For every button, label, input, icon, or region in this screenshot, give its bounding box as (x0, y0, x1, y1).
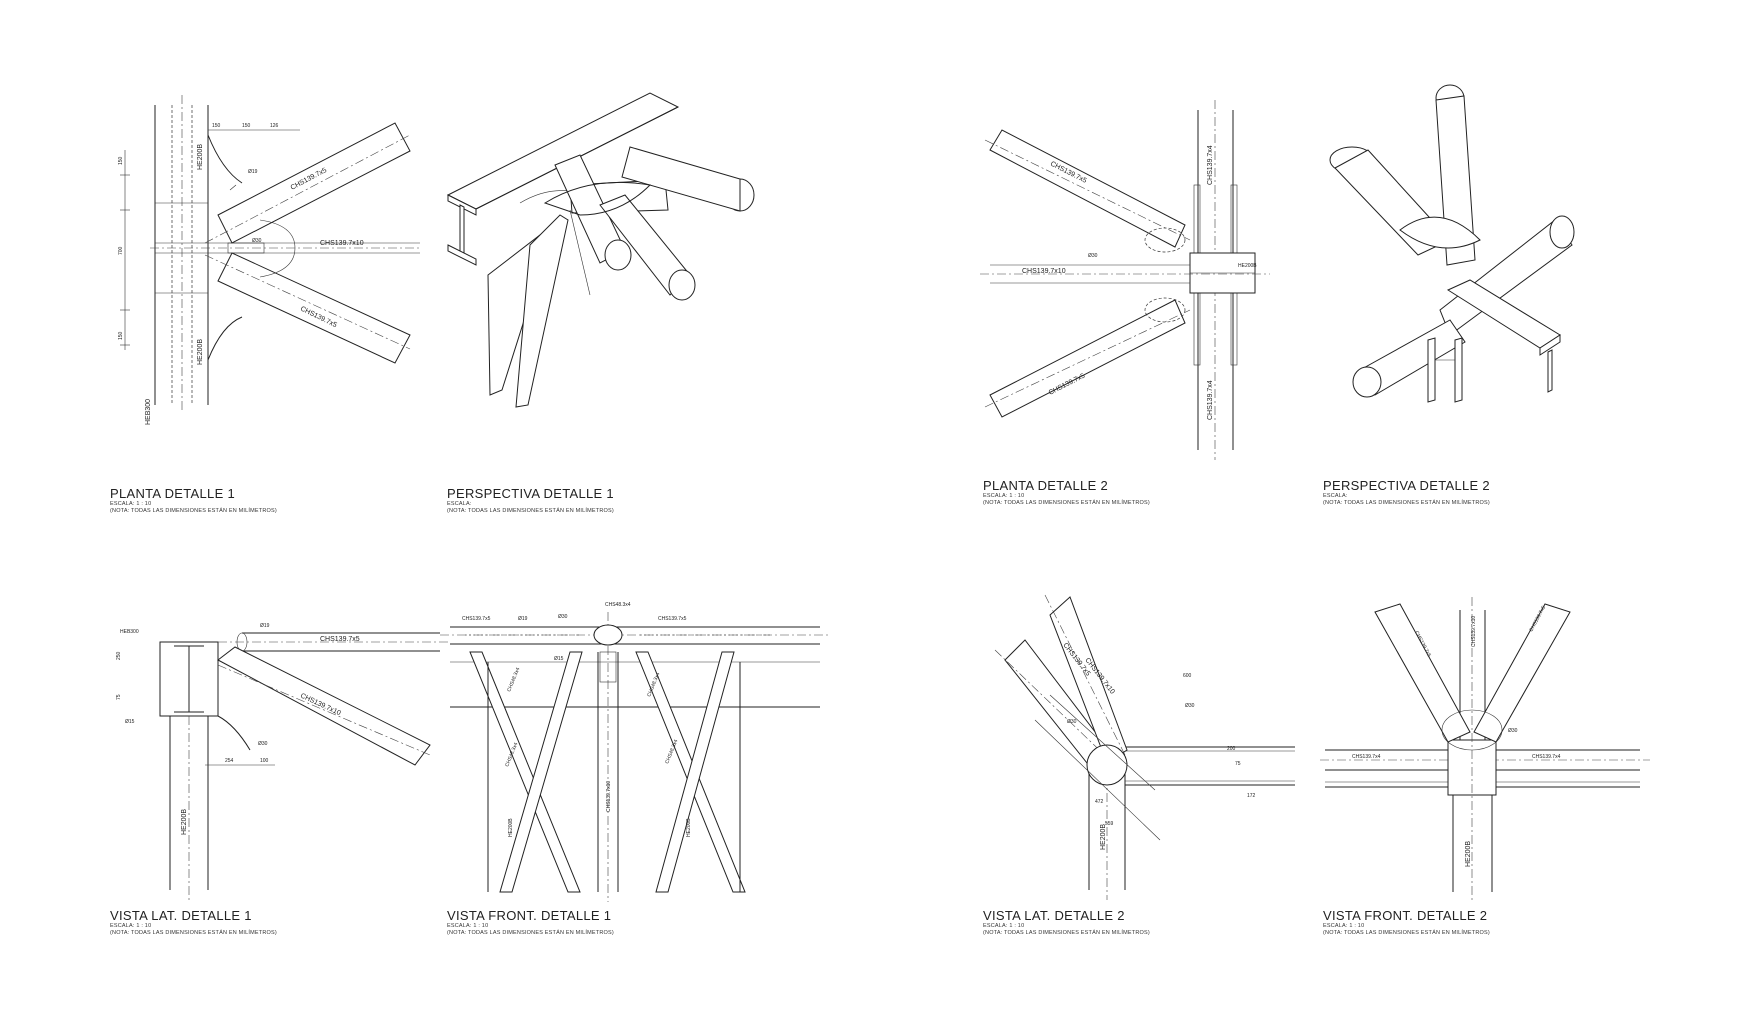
dim-label: 75 (1235, 761, 1241, 767)
caption-vista-front-detalle-2: VISTA FRONT. DETALLE 2 ESCALA: 1 : 10 (N… (1323, 908, 1490, 937)
vista-lat-detalle-1-drawing: 254 100 250 75 HEB300 Ø19 CHS139.7x5 CHS… (116, 623, 450, 900)
member-label: CHS139.7x4 (1532, 754, 1561, 760)
caption-scale: ESCALA: 1 : 10 (110, 923, 152, 929)
dim-label: 250 (116, 651, 122, 660)
caption-title: VISTA FRONT. DETALLE 1 (447, 908, 612, 923)
dim-label: Ø15 (125, 719, 135, 725)
dim-label: 150 (118, 156, 124, 165)
dim-label: 126 (270, 123, 279, 129)
caption-scale: ESCALA: (1323, 493, 1348, 499)
member-label: HE200B (508, 818, 514, 837)
member-label: HE200B (197, 339, 204, 365)
caption-scale: ESCALA: (447, 501, 472, 507)
vista-front-detalle-1-drawing: CHS139.7x5 Ø19 Ø30 CHS48.3x4 CHS139.7x5 … (440, 602, 830, 902)
caption-title: VISTA LAT. DETALLE 1 (110, 908, 252, 923)
caption-title: PLANTA DETALLE 1 (110, 486, 235, 501)
member-label: CHS139.7x4 (1352, 754, 1381, 760)
member-label: HE200B (1465, 841, 1472, 867)
caption-note: (NOTA: TODAS LAS DIMENSIONES ESTÁN EN MI… (447, 508, 614, 514)
member-label: HEB300 (145, 399, 152, 425)
member-label: HE200B (197, 144, 204, 170)
caption-planta-detalle-1: PLANTA DETALLE 1 ESCALA: 1 : 10 (NOTA: T… (110, 486, 277, 515)
member-label: CHS139.7x10 (1022, 268, 1066, 275)
member-label: HEB300 (120, 629, 139, 635)
member-label: CHS139.7x4 (1207, 380, 1214, 420)
caption-title: PLANTA DETALLE 2 (983, 478, 1108, 493)
dim-label: Ø30 (258, 741, 268, 747)
caption-perspectiva-detalle-1: PERSPECTIVA DETALLE 1 ESCALA: (NOTA: TOD… (447, 486, 614, 515)
member-label: HE200B (1238, 263, 1257, 269)
caption-scale: ESCALA: 1 : 10 (110, 501, 152, 507)
member-label: HE200B (1100, 824, 1107, 850)
perspectiva-detalle-1-drawing (446, 92, 755, 408)
dim-label: 254 (225, 758, 234, 764)
caption-note: (NOTA: TODAS LAS DIMENSIONES ESTÁN EN MI… (1323, 930, 1490, 936)
caption-note: (NOTA: TODAS LAS DIMENSIONES ESTÁN EN MI… (110, 930, 277, 936)
dim-label: 600 (1183, 673, 1192, 679)
member-label: CHS48.3x4 (506, 667, 521, 693)
caption-note: (NOTA: TODAS LAS DIMENSIONES ESTÁN EN MI… (110, 508, 277, 514)
dim-label: 150 (242, 123, 251, 129)
dim-label: Ø30 (1185, 703, 1195, 709)
dim-label: Ø19 (248, 169, 258, 175)
caption-planta-detalle-2: PLANTA DETALLE 2 ESCALA: 1 : 10 (NOTA: T… (983, 478, 1150, 507)
vista-front-detalle-2-drawing: CHS139.7x5 CHS139.7x10 CHS139.7x5 CHS139… (1320, 597, 1650, 902)
caption-vista-lat-detalle-1: VISTA LAT. DETALLE 1 ESCALA: 1 : 10 (NOT… (110, 908, 277, 937)
dim-label: 172 (1247, 793, 1256, 799)
caption-title: VISTA LAT. DETALLE 2 (983, 908, 1125, 923)
caption-note: (NOTA: TODAS LAS DIMENSIONES ESTÁN EN MI… (983, 500, 1150, 506)
member-label: CHS139.7x5 (658, 616, 687, 622)
planta-detalle-1-drawing: 150 700 150 150 150 126 HEB300 HE200B HE… (118, 95, 420, 425)
member-label: HE200B (686, 818, 692, 837)
caption-title: VISTA FRONT. DETALLE 2 (1323, 908, 1488, 923)
caption-scale: ESCALA: 1 : 10 (983, 493, 1025, 499)
member-label: CHS139.7x10 (1471, 616, 1477, 647)
dim-label: 472 (1095, 799, 1104, 805)
dim-label: 700 (118, 246, 124, 255)
dim-label: 150 (212, 123, 221, 129)
dim-label: Ø15 (554, 656, 564, 662)
member-label: CHS139.7x5 (320, 636, 360, 643)
dim-label: Ø30 (252, 238, 262, 244)
dim-label: 559 (1105, 821, 1114, 827)
caption-note: (NOTA: TODAS LAS DIMENSIONES ESTÁN EN MI… (983, 930, 1150, 936)
caption-scale: ESCALA: 1 : 10 (1323, 923, 1365, 929)
dim-label: Ø30 (1067, 719, 1077, 725)
caption-title: PERSPECTIVA DETALLE 2 (1323, 478, 1490, 493)
caption-vista-lat-detalle-2: VISTA LAT. DETALLE 2 ESCALA: 1 : 10 (NOT… (983, 908, 1150, 937)
caption-note: (NOTA: TODAS LAS DIMENSIONES ESTÁN EN MI… (1323, 500, 1490, 506)
dim-label: 75 (116, 694, 122, 700)
caption-scale: ESCALA: 1 : 10 (447, 923, 489, 929)
caption-title: PERSPECTIVA DETALLE 1 (447, 486, 614, 501)
caption-note: (NOTA: TODAS LAS DIMENSIONES ESTÁN EN MI… (447, 930, 614, 936)
dim-label: Ø19 (260, 623, 270, 629)
dim-label: 150 (118, 331, 124, 340)
dim-label: 100 (260, 758, 269, 764)
dim-label: 200 (1227, 746, 1236, 752)
dim-label: Ø30 (558, 614, 568, 620)
member-label: CHS48.3x4 (605, 602, 631, 608)
member-label: CHS139.7x4 (1207, 145, 1214, 185)
member-label: HE200B (181, 809, 188, 835)
dim-label: Ø19 (518, 616, 528, 622)
member-label: CHS139.7x10 (320, 240, 364, 247)
caption-vista-front-detalle-1: VISTA FRONT. DETALLE 1 ESCALA: 1 : 10 (N… (447, 908, 614, 937)
vista-lat-detalle-2-drawing: 600 200 472 559 75 172 CHS139.7x5 CHS139… (994, 594, 1295, 900)
caption-scale: ESCALA: 1 : 10 (983, 923, 1025, 929)
dim-label: Ø30 (1508, 728, 1518, 734)
perspectiva-detalle-2-drawing (1329, 84, 1575, 403)
caption-perspectiva-detalle-2: PERSPECTIVA DETALLE 2 ESCALA: (NOTA: TOD… (1323, 478, 1490, 507)
dim-label: Ø30 (1088, 253, 1098, 259)
member-label: CHS139.7x5 (462, 616, 491, 622)
member-label: CHS139.7x10 (606, 781, 612, 812)
planta-detalle-2-drawing: CHS139.7x5 CHS139.7x10 CHS139.7x5 CHS139… (980, 100, 1270, 460)
